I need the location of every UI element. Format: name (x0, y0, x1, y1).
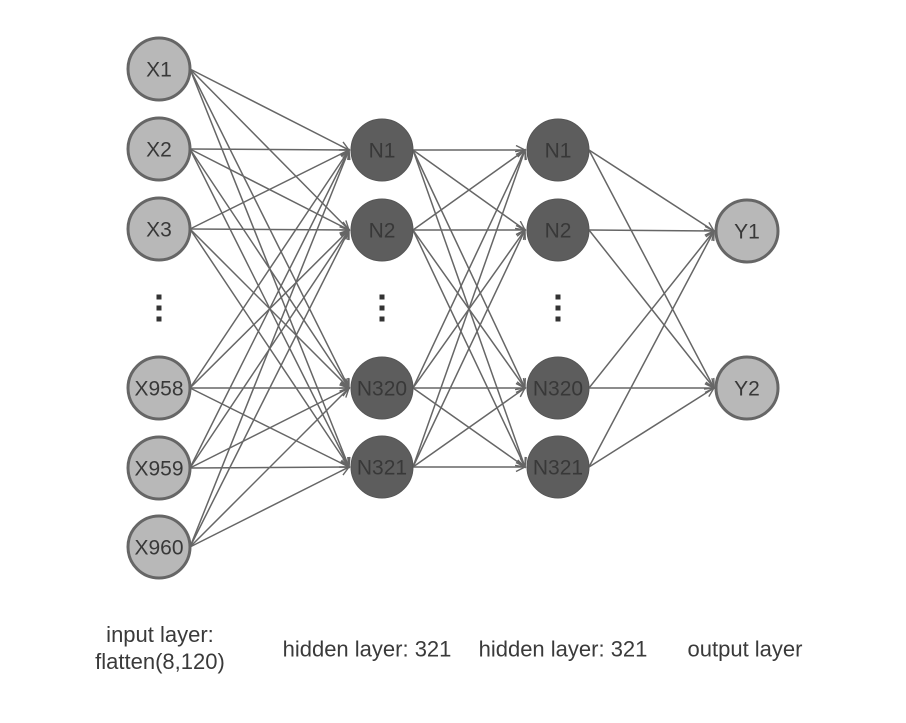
vertical-ellipsis (379, 294, 385, 322)
node-hidden1-N321: N321 (350, 435, 414, 499)
edge-N321-N2 (412, 230, 525, 468)
node-input-X960: X960 (126, 514, 192, 580)
caption-line: flatten(8,120) (95, 649, 225, 674)
edge-X3-N1 (189, 150, 349, 230)
edge-N321-N1 (412, 150, 525, 468)
edge-N320-N1 (412, 150, 525, 389)
edge-X959-N1 (189, 150, 349, 469)
edge-X958-N1 (189, 150, 349, 389)
node-hidden2-N320: N320 (526, 356, 590, 420)
caption-hidden-layer-1: hidden layer: 321 (283, 636, 452, 663)
caption-line: input layer: (106, 622, 214, 647)
node-hidden1-N2: N2 (350, 198, 414, 262)
edges (189, 68, 714, 548)
edge-X960-N320 (189, 388, 349, 548)
edge-X1-N320 (189, 68, 349, 388)
edge-N1-Y2 (588, 149, 714, 388)
edge-X960-N2 (189, 230, 349, 548)
edge-X960-N321 (189, 467, 349, 548)
edge-X960-N1 (189, 150, 349, 548)
node-hidden2-N321: N321 (526, 435, 590, 499)
node-hidden2-N1: N1 (526, 118, 590, 182)
edge-N321-Y2 (588, 388, 714, 468)
edge-N2-N1 (412, 150, 525, 231)
edge-X959-N320 (189, 388, 349, 469)
node-input-X958: X958 (126, 355, 192, 421)
edge-X2-N1 (189, 149, 349, 150)
node-hidden1-N320: N320 (350, 356, 414, 420)
edge-N1-Y1 (588, 149, 714, 231)
vertical-ellipsis (156, 294, 162, 322)
node-input-X2: X2 (126, 116, 192, 182)
edge-X1-N1 (189, 68, 349, 150)
node-input-X959: X959 (126, 435, 192, 501)
caption-line: hidden layer: 321 (478, 636, 648, 662)
edge-N321-N320 (412, 388, 525, 468)
edge-X3-N2 (189, 229, 349, 230)
node-hidden2-N2: N2 (526, 198, 590, 262)
edge-N320-Y1 (588, 231, 714, 389)
caption-line: hidden layer: 321 (282, 636, 452, 662)
node-input-X3: X3 (126, 196, 192, 262)
node-input-X1: X1 (126, 36, 192, 102)
node-output-Y2: Y2 (714, 355, 780, 421)
edge-N2-Y1 (588, 230, 714, 231)
vertical-ellipsis (555, 294, 561, 322)
caption-output-layer: output layer (688, 636, 803, 663)
node-hidden1-N1: N1 (350, 118, 414, 182)
edge-N321-Y1 (588, 231, 714, 468)
caption-input-layer: input layer: flatten(8,120) (95, 621, 225, 675)
node-output-Y1: Y1 (714, 198, 780, 264)
caption-line: output layer (687, 636, 803, 662)
caption-hidden-layer-2: hidden layer: 321 (479, 636, 648, 663)
